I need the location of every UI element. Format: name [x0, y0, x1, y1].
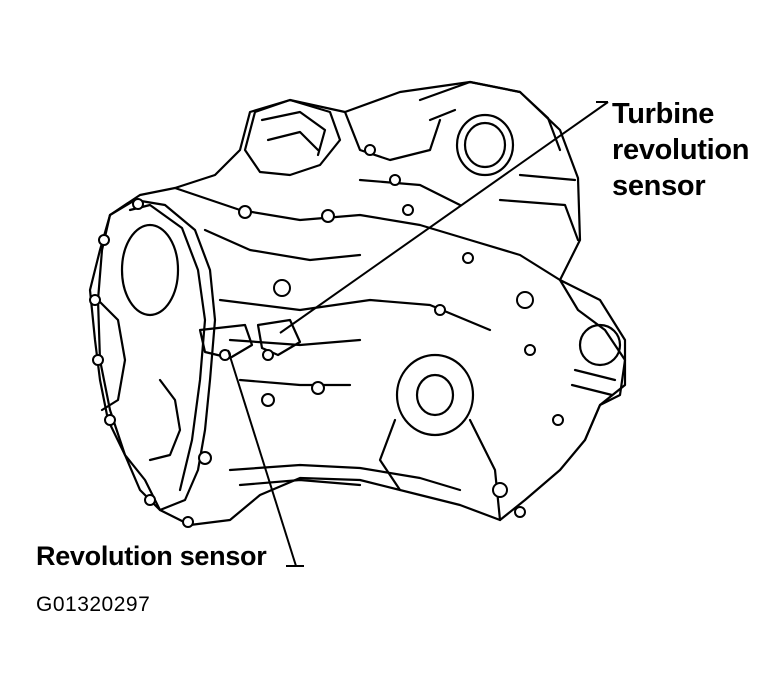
turbine-sensor-label-line-1: Turbine: [612, 98, 715, 130]
revolution-sensor-body: [198, 323, 254, 360]
turbine-sensor-leader: [279, 101, 609, 334]
turbine-sensor-body: [256, 318, 302, 357]
bell-housing: [96, 198, 217, 512]
transaxle-housing: [88, 80, 627, 527]
turbine-sensor-callout: Turbine revolution sensor: [612, 96, 749, 204]
upper-right-bore: [455, 113, 515, 177]
turbine-sensor-label-line-3: sensor: [612, 170, 706, 202]
revolution-sensor-label: Revolution sensor: [36, 541, 267, 571]
turbine-sensor-label-line-2: revolution: [612, 134, 750, 166]
left-bore: [120, 223, 180, 317]
upper-elbow: [243, 98, 342, 177]
revolution-sensor-leader: [227, 349, 297, 567]
right-end-cover: [558, 278, 627, 442]
figure-code: G01320297: [36, 593, 151, 616]
mounting-bolts: [89, 144, 564, 528]
lower-pan: [228, 463, 462, 492]
output-shaft-boss: [395, 353, 475, 437]
